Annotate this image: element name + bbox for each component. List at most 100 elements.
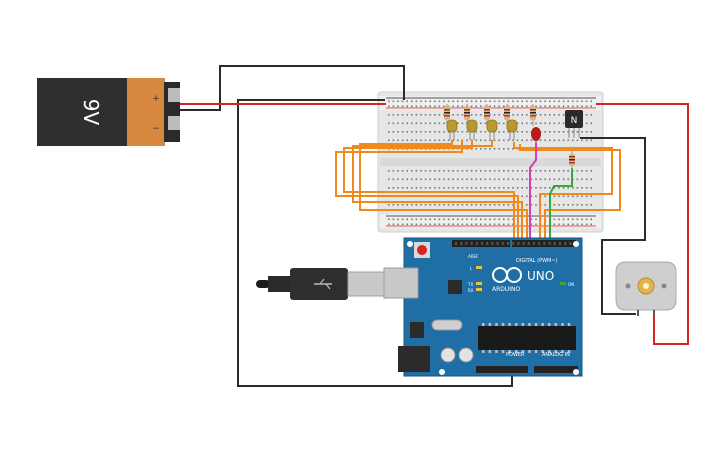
chip-pin [508,323,511,326]
chip-pin [515,323,518,326]
terminal-hole [558,122,560,125]
terminal-hole [562,131,565,133]
rail-hole [424,100,427,103]
terminal-hole [388,170,390,172]
terminal-hole [526,139,528,142]
terminal-hole [429,170,431,172]
resistor-band [484,109,490,111]
terminal-hole [434,170,436,172]
terminal-hole [507,139,510,142]
terminal-hole [530,122,533,125]
terminal-hole [585,114,588,116]
rail-hole [411,100,413,103]
terminal-hole [526,131,528,133]
l-led [476,266,482,269]
red-led[interactable] [531,127,541,144]
rail-hole [475,100,477,103]
terminal-hole [484,131,487,133]
terminal-hole [521,170,523,172]
analog-label: ANALOG IN [542,352,570,358]
rail-hole [503,223,505,226]
chip-pin [482,323,485,326]
terminal-hole [535,187,537,189]
terminal-hole [434,178,436,181]
terminal-hole [429,139,431,142]
rail-hole [392,223,395,226]
battery-9v[interactable]: 9V + − [37,78,180,146]
terminal-hole [562,195,565,198]
header-pin [455,242,457,245]
battery-plus-sign: + [152,94,160,104]
terminal-hole [401,139,404,142]
wire-battery-negative [178,65,405,111]
rail-hole [466,223,468,226]
usb-cable[interactable] [256,268,385,300]
terminal-hole [443,131,445,133]
transistor-label: N [571,116,578,126]
terminal-hole [581,195,583,198]
terminal-hole [549,131,551,133]
terminal-hole [447,178,450,181]
chip-pin [561,323,564,326]
rail-hole [576,223,579,226]
terminal-hole [406,122,408,125]
rail-hole [585,105,588,108]
terminal-hole [484,204,487,206]
terminal-hole [415,204,418,206]
terminal-hole [526,178,528,181]
terminal-hole [452,139,454,142]
chip-pin [534,350,538,353]
chip-pin [501,350,505,353]
terminal-hole [401,187,404,189]
terminal-hole [558,139,560,142]
arduino-uno[interactable]: UNO ARDUINO DIGITAL (PWM~) POWER ANALOG … [383,237,583,377]
rail-hole [434,105,436,108]
terminal-hole [401,204,404,206]
terminal-hole [457,139,459,142]
terminal-hole [447,131,450,133]
logo-loop-right [506,267,522,283]
transistor[interactable]: N [565,110,583,138]
wire-orange-2 [335,140,519,240]
terminal-hole [507,178,510,181]
terminal-hole [392,114,395,116]
terminal-hole [388,139,390,142]
terminal-hole [470,178,473,181]
battery-terminal-bottom [168,116,180,130]
rail-hole [401,105,404,108]
rail-hole [558,105,560,108]
rail-hole [535,218,537,221]
rail-hole [530,223,533,226]
tx-led [476,282,482,285]
terminal-hole [475,187,477,189]
terminal-hole [553,195,556,198]
terminal-hole [535,195,537,198]
rail-hole [521,100,523,103]
rail-hole [424,218,427,221]
terminal-hole [576,187,579,189]
terminal-hole [415,178,418,181]
terminal-hole [489,139,491,142]
terminal-hole [553,122,556,125]
terminal-hole [392,187,395,189]
terminal-hole [406,187,408,189]
terminal-hole [392,204,395,206]
terminal-hole [585,195,588,198]
terminal-hole [498,204,500,206]
reset-button[interactable] [417,245,427,255]
terminal-hole [447,139,450,142]
header-pin [470,242,473,245]
resistor-band [504,115,510,117]
digital-pins [455,242,572,245]
rail-hole [544,105,546,108]
terminal-hole [406,114,408,116]
terminal-hole [411,204,413,206]
terminal-hole [567,139,569,142]
resistor-green[interactable] [569,150,575,170]
terminal-hole [544,114,546,116]
rail-hole [539,100,542,103]
chip-pin [567,323,571,326]
terminal-hole [475,204,477,206]
dc-motor[interactable] [615,261,677,316]
